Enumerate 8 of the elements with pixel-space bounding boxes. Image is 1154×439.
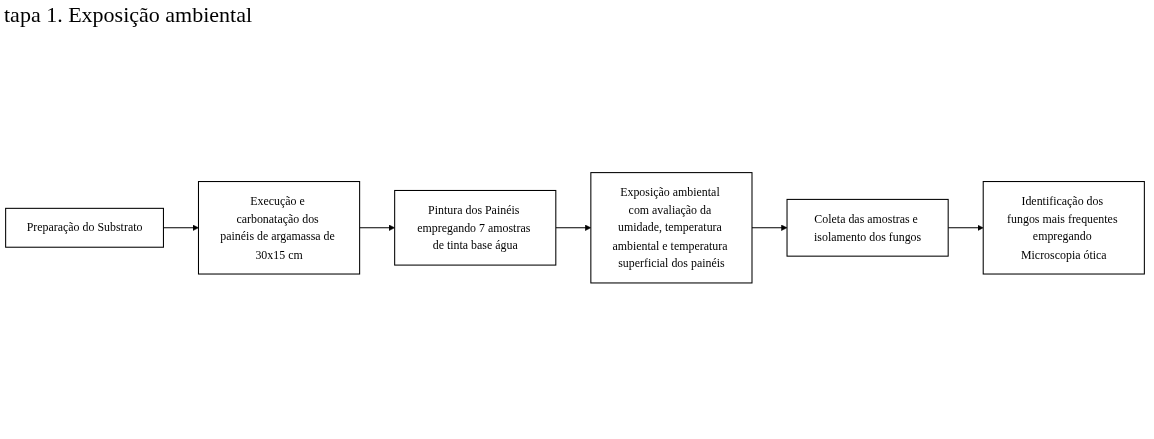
node-box: Execução e carbonatação dos painéis de argamassa de 30x15 cm [197, 180, 361, 275]
node-box: Preparação do Substrato [5, 207, 164, 248]
diagram-title: tapa 1. Exposição ambiental [4, 2, 253, 28]
arrow [359, 224, 395, 231]
node-box: Identificação dos fungos mais frequentes empregando Microscopia ótica [982, 180, 1145, 275]
node-box: Pintura dos Painéis empregando 7 amostras de tinta base água [394, 189, 557, 266]
node-box: Coleta das amostras e isolamento dos fungos [786, 198, 949, 257]
node-box: Exposição ambiental com avaliação da umidade, temperatura ambiental e temperatura superficial dos painéis [590, 171, 753, 284]
